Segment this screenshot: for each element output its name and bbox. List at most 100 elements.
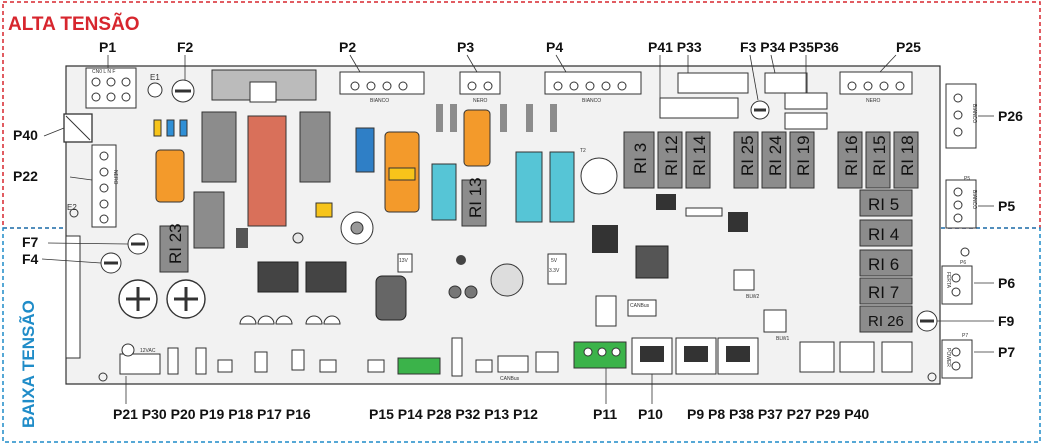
connector-p35 <box>784 92 828 110</box>
small-part <box>236 228 248 248</box>
p7-tag-text: P7 <box>962 333 968 339</box>
relay-ri7: RI 7 <box>859 277 913 305</box>
relay-ri6: RI 6 <box>859 249 913 277</box>
led-row <box>239 315 341 325</box>
connector-p41 <box>659 97 739 119</box>
buzzer-center <box>350 221 364 235</box>
inductor-block <box>305 261 347 293</box>
p5-pins <box>953 187 963 223</box>
connector-p5 <box>945 179 977 229</box>
svg-text:RI 14: RI 14 <box>690 135 709 176</box>
resistor-bar <box>550 104 557 132</box>
label-f2: F2 <box>177 39 194 55</box>
connector-p17 <box>291 349 305 371</box>
connector-p36 <box>784 112 828 130</box>
leader-lines <box>41 54 994 404</box>
low-voltage-title: BAIXA TENSÃO <box>18 300 38 428</box>
canbus-chip-text: CANBus <box>630 303 650 309</box>
relay-ri5: RI 5 <box>859 189 913 217</box>
relay-ri26: RI 26 <box>859 305 913 333</box>
connector-blw2 <box>733 269 755 291</box>
connector-p6 <box>941 265 973 305</box>
cap-round <box>464 285 478 299</box>
fuse-holder-cross <box>126 287 150 311</box>
connector-p30 <box>167 347 179 375</box>
connector-p40 <box>839 341 875 373</box>
p40-diagonal <box>65 115 91 141</box>
mount-hole <box>98 372 108 382</box>
connector-p19 <box>217 359 233 373</box>
small-relay <box>315 202 333 218</box>
connector-p13 <box>475 359 493 373</box>
terminal-p14 <box>397 357 441 375</box>
label-p7: P7 <box>998 344 1015 360</box>
svg-text:RI 26: RI 26 <box>868 313 904 330</box>
v33-text: 3.3V <box>549 268 560 274</box>
resistor-bar <box>436 104 443 132</box>
p4-sub-text: BIANCO <box>582 98 601 104</box>
label-bottom-mid: P15 P14 P28 P32 P13 P12 <box>369 406 538 422</box>
regulator-5v <box>547 253 567 285</box>
cap-small <box>456 255 466 265</box>
yellow-component <box>153 119 162 137</box>
cap-round <box>448 285 462 299</box>
svg-text:RI 19: RI 19 <box>794 135 813 176</box>
svg-text:RI 3: RI 3 <box>631 143 650 174</box>
p26-sub-text: BIANCO <box>971 104 977 123</box>
microcontroller <box>635 245 669 279</box>
connector-p12 <box>497 355 529 373</box>
label-p10: P10 <box>638 406 663 422</box>
label-bottom-right: P9 P8 P38 P37 P27 P29 P40 <box>687 406 869 422</box>
canbus-text: CANBus <box>500 376 520 382</box>
t2-text: T2 <box>580 148 586 154</box>
connector-p34 <box>764 72 808 94</box>
pin-header <box>685 207 723 217</box>
svg-text:RI 12: RI 12 <box>662 135 681 176</box>
p6-pins <box>951 273 961 297</box>
transformer <box>299 111 331 183</box>
svg-text:RI 24: RI 24 <box>766 135 785 176</box>
blue-fuse <box>179 119 188 137</box>
v13-text: 13V <box>399 258 409 264</box>
blue-component <box>355 127 375 173</box>
capacitor <box>155 149 185 203</box>
cyan-component <box>515 151 543 223</box>
relay-ri16: RI 16 <box>837 131 863 189</box>
label-p6: P6 <box>998 275 1015 291</box>
potentiometer <box>121 343 135 357</box>
p3-pins <box>467 81 493 91</box>
connector-p2 <box>339 71 425 95</box>
e1-terminal <box>147 82 163 98</box>
ic-chip <box>592 225 618 253</box>
resistor-bar <box>500 104 507 132</box>
label-f9: F9 <box>998 313 1015 329</box>
regulator-13v <box>397 253 413 273</box>
svg-text:RI 4: RI 4 <box>868 225 899 244</box>
svg-text:RI 13: RI 13 <box>466 177 485 218</box>
relay-ri19: RI 19 <box>789 131 815 189</box>
connector-p33 <box>677 72 749 94</box>
connector-p18 <box>254 351 268 373</box>
p22-pins <box>99 151 109 224</box>
svg-text:RI 16: RI 16 <box>842 135 861 176</box>
relay-ri3: RI 3 <box>623 131 655 189</box>
p5-tag-text: P5 <box>964 176 970 182</box>
inductor <box>728 212 748 232</box>
relay-ri18: RI 18 <box>893 131 919 189</box>
mount-hole <box>69 208 79 218</box>
high-voltage-title: ALTA TENSÃO <box>8 13 140 35</box>
e2-text: E2 <box>67 203 77 212</box>
p5-sub-text: BIANCO <box>971 190 977 209</box>
label-p11: P11 <box>593 406 617 422</box>
label-p3: P3 <box>457 39 474 55</box>
small-chip <box>656 194 676 210</box>
mount-hole <box>960 247 970 257</box>
relay-ri14: RI 14 <box>685 131 711 189</box>
cyan-component <box>549 151 575 223</box>
transformer <box>193 191 225 249</box>
terminal-p11-screws <box>583 347 621 357</box>
connector-p22 <box>91 144 117 228</box>
relay-ri15: RI 15 <box>865 131 891 189</box>
side-rail <box>65 235 81 359</box>
